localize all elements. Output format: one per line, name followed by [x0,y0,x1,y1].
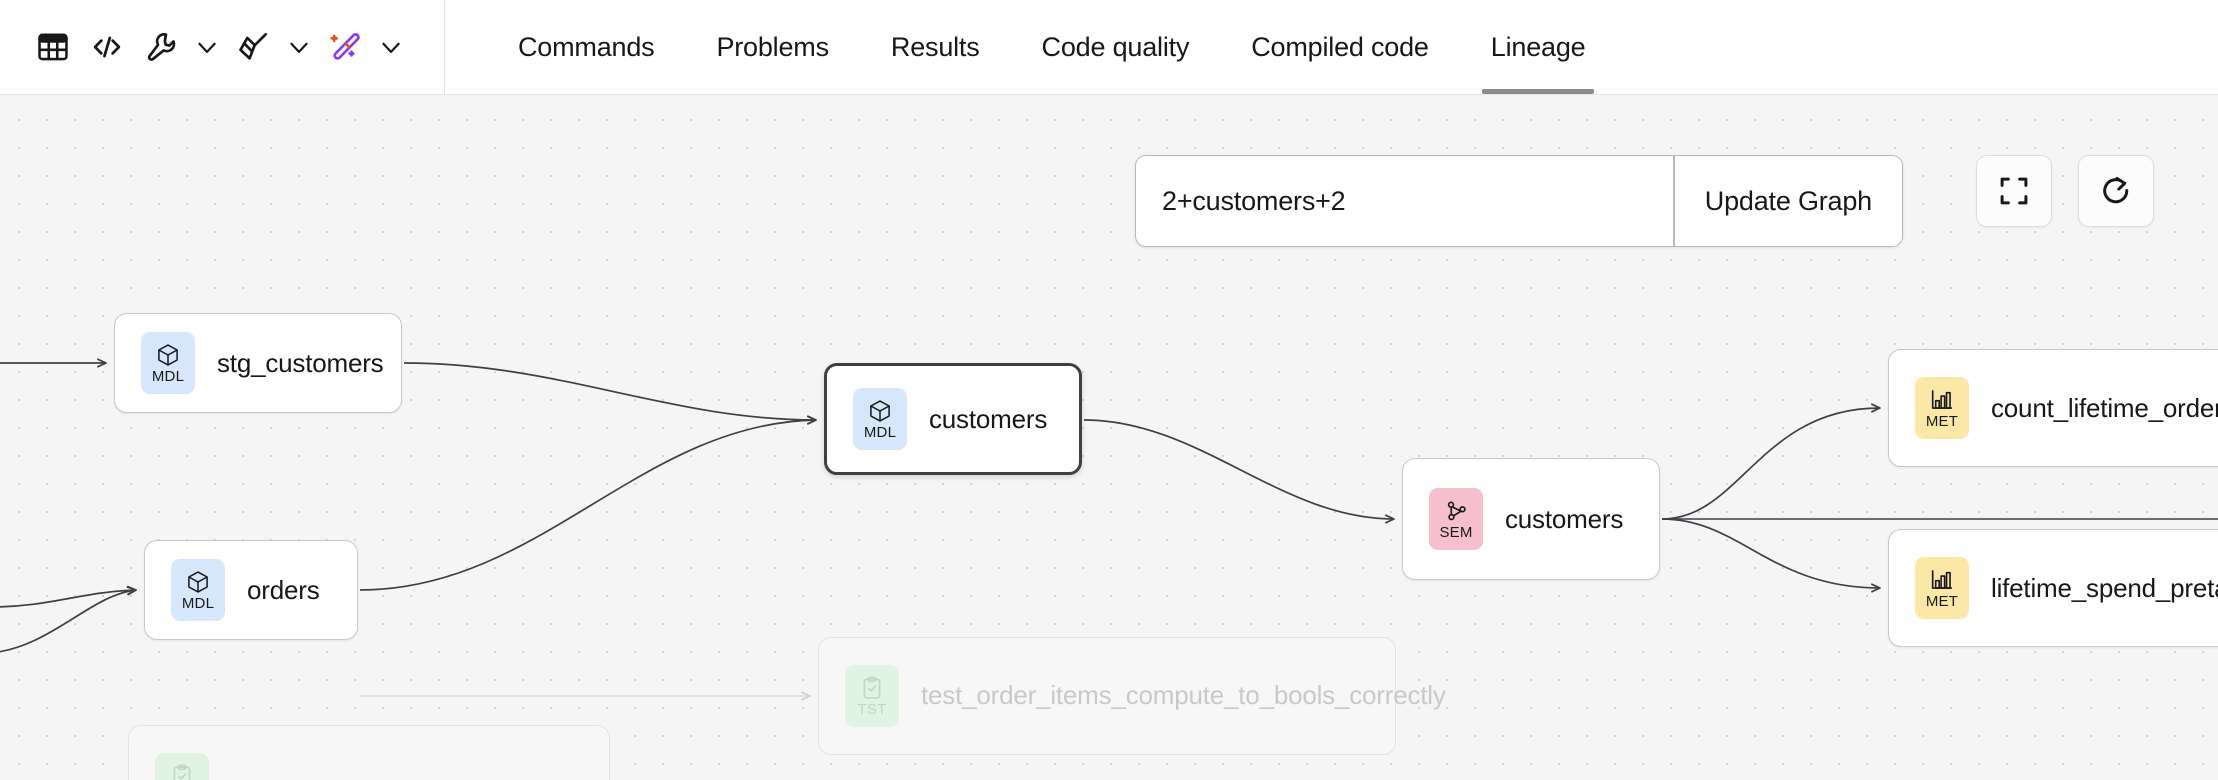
tab-results[interactable]: Results [860,0,1011,94]
badge-label: TST [857,701,887,718]
magic-wand-icon[interactable] [318,18,372,76]
node-label: count_lifetime_orders [1991,392,2218,423]
lineage-selector-input[interactable] [1136,156,1674,246]
lineage-node-lifetime-spend-pretax[interactable]: MET lifetime_spend_pretax [1888,529,2218,647]
lineage-node-count-lifetime-orders[interactable]: MET count_lifetime_orders [1888,349,2218,467]
node-type-badge-sem: SEM [1429,488,1483,550]
tools-group [134,18,226,76]
editor-toolbar [0,0,445,94]
lineage-edges [0,358,2218,701]
node-type-badge-tst: TST [845,665,899,727]
format-group [226,18,318,76]
badge-label: MDL [151,368,185,385]
reset-graph-button[interactable] [2078,155,2154,227]
refresh-icon [2103,176,2129,204]
wrench-icon[interactable] [134,18,188,76]
tab-underline [1481,89,1595,94]
node-label: test_order_items_compute_to_bools_correc… [921,680,1446,711]
toolbar-divider [444,0,445,94]
node-label: customers [1505,503,1624,534]
lineage-node-test-order-items[interactable]: TST test_order_items_compute_to_bools_co… [818,637,1446,755]
tab-problems[interactable]: Problems [685,0,859,94]
canvas-controls [1976,155,2154,227]
fit-screen-button[interactable] [1976,155,2052,227]
tab-code-quality-label: Code quality [1041,31,1190,62]
tab-compiled-code-label: Compiled code [1251,31,1429,62]
lineage-search-bar: Update Graph [1135,155,1903,247]
tab-commands-label: Commands [518,31,655,62]
node-type-badge-mdl: MDL [853,388,907,450]
tab-lineage-label: Lineage [1490,31,1586,62]
lineage-node-test-partial[interactable]: TST [128,725,610,780]
node-type-badge-tst: TST [155,753,209,780]
tab-lineage[interactable]: Lineage [1460,0,1617,94]
node-label: orders [247,574,320,605]
tab-compiled-code[interactable]: Compiled code [1220,0,1460,94]
badge-label: MDL [181,595,215,612]
wrench-chevron-down-icon[interactable] [188,18,226,76]
node-type-badge-met: MET [1915,377,1969,439]
badge-label: MET [1925,413,1959,430]
node-label: stg_customers [217,347,384,378]
node-type-badge-met: MET [1915,557,1969,619]
code-view-icon[interactable] [80,18,134,76]
broom-chevron-down-icon[interactable] [280,18,318,76]
badge-label: SEM [1439,524,1473,541]
editor-tabs: Commands Problems Results Code quality C… [487,0,1616,94]
tab-code-quality[interactable]: Code quality [1011,0,1221,94]
tab-problems-label: Problems [716,31,829,62]
lineage-node-orders[interactable]: MDL orders [144,540,358,640]
lineage-node-stg-customers[interactable]: MDL stg_customers [114,313,402,413]
broom-icon[interactable] [226,18,280,76]
table-view-icon[interactable] [26,18,80,76]
node-type-badge-mdl: MDL [171,559,225,621]
editor-header: Commands Problems Results Code quality C… [0,0,2218,95]
tab-commands[interactable]: Commands [487,0,685,94]
lineage-canvas[interactable]: MDL stg_customers MDL orders [0,95,2218,780]
ai-assist-chevron-down-icon[interactable] [372,18,410,76]
ai-assist-group [318,18,410,76]
badge-label: MET [1925,593,1959,610]
node-label: lifetime_spend_pretax [1991,572,2218,603]
fit-screen-icon [2000,177,2028,205]
search-divider [1673,156,1675,246]
tab-results-label: Results [890,31,980,62]
badge-label: MDL [863,424,897,441]
node-label: customers [929,403,1048,434]
update-graph-button[interactable]: Update Graph [1674,156,1902,246]
lineage-node-customers-semantic[interactable]: SEM customers [1402,458,1660,580]
lineage-node-customers-model[interactable]: MDL customers [824,363,1082,475]
node-type-badge-mdl: MDL [141,332,195,394]
